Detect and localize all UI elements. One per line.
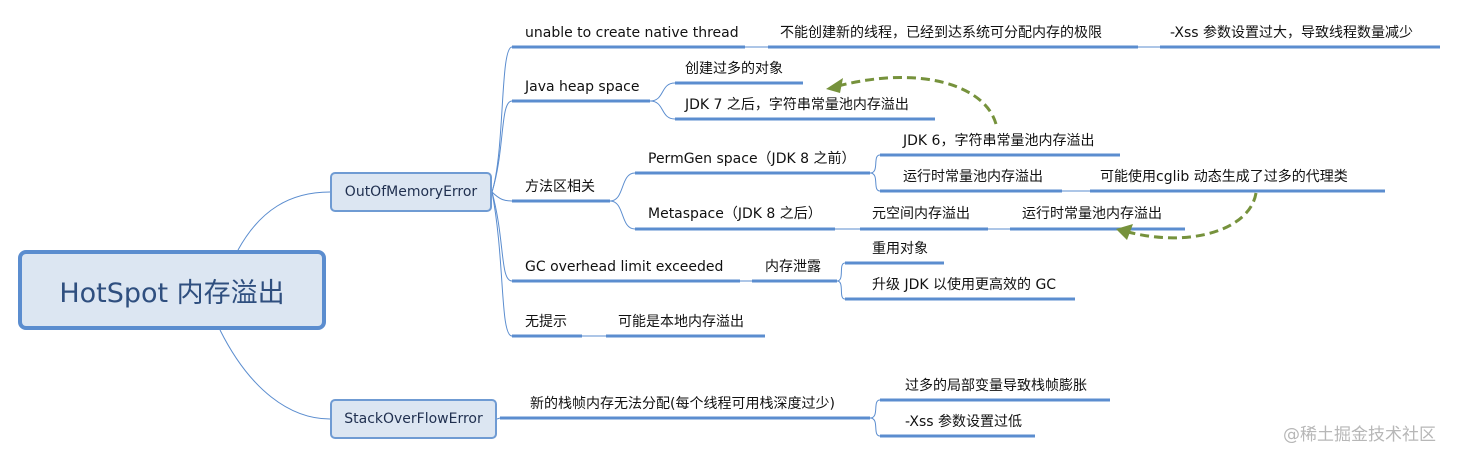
node-soe-reason[interactable]: 新的栈帧内存无法分配(每个线程可用栈深度过少)	[530, 396, 835, 412]
node-soe-c1[interactable]: 过多的局部变量导致栈帧膨胀	[905, 378, 1087, 394]
node-heap[interactable]: Java heap space	[525, 79, 640, 95]
node-no-hint[interactable]: 无提示	[525, 314, 567, 330]
node-native-thread[interactable]: unable to create native thread	[525, 25, 739, 41]
dashed-arrow	[837, 76, 1258, 240]
node-heap-c2[interactable]: JDK 7 之后，字符串常量池内存溢出	[685, 97, 909, 113]
node-method-area[interactable]: 方法区相关	[525, 179, 595, 195]
node-permgen-c1[interactable]: JDK 6，字符串常量池内存溢出	[903, 133, 1095, 149]
node-gc-c2[interactable]: 升级 JDK 以使用更高效的 GC	[872, 277, 1057, 293]
node-no-hint-c1[interactable]: 可能是本地内存溢出	[618, 314, 744, 330]
node-gc-c1[interactable]: 重用对象	[872, 241, 928, 257]
root-node[interactable]: HotSpot 内存溢出	[18, 250, 326, 330]
watermark: @稀土掘金技术社区	[1283, 425, 1436, 445]
node-memory-leak[interactable]: 内存泄露	[765, 259, 821, 275]
node-permgen-c2[interactable]: 运行时常量池内存溢出	[903, 169, 1043, 185]
node-permgen-c2-cause[interactable]: 可能使用cglib 动态生成了过多的代理类	[1100, 169, 1348, 185]
node-metaspace-c1[interactable]: 元空间内存溢出	[872, 206, 970, 222]
node-permgen[interactable]: PermGen space（JDK 8 之前）	[648, 151, 856, 167]
node-native-thread-cause[interactable]: -Xss 参数设置过大，导致线程数量减少	[1170, 25, 1413, 41]
soe-node[interactable]: StackOverFlowError	[330, 399, 497, 439]
node-heap-c1[interactable]: 创建过多的对象	[685, 61, 783, 77]
oom-node[interactable]: OutOfMemoryError	[330, 172, 492, 212]
node-gc-overhead[interactable]: GC overhead limit exceeded	[525, 259, 724, 275]
node-metaspace[interactable]: Metaspace（JDK 8 之后）	[648, 206, 822, 222]
node-native-thread-reason[interactable]: 不能创建新的线程，已经到达系统可分配内存的极限	[780, 25, 1102, 41]
node-metaspace-c1-child[interactable]: 运行时常量池内存溢出	[1022, 206, 1162, 222]
node-soe-c2[interactable]: -Xss 参数设置过低	[905, 414, 1022, 430]
